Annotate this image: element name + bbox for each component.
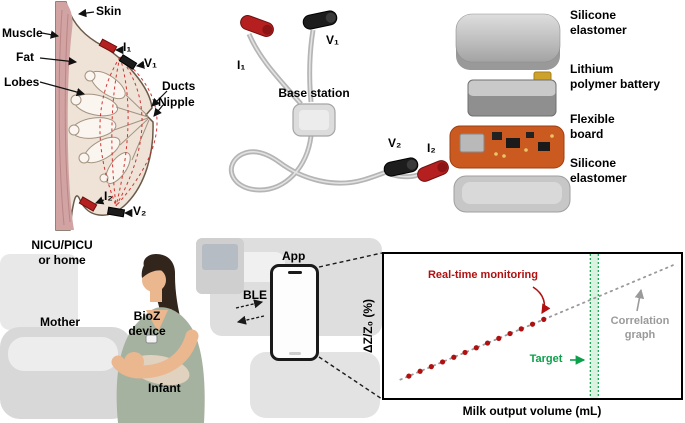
ble-arrow-to-phone <box>235 299 264 309</box>
skin-arrow <box>77 8 95 18</box>
fat-label: Fat <box>16 50 34 64</box>
target-band-group <box>589 254 599 398</box>
infant-label: Infant <box>148 381 181 395</box>
cable-v2-label: V₂ <box>388 136 402 150</box>
silicone-bottom-layer <box>453 175 571 213</box>
cable-i2-label: I₂ <box>427 141 436 155</box>
chart-panel: Real-time monitoring Target Correlation … <box>382 252 683 400</box>
nipple-label: Nipple <box>158 95 195 109</box>
device-drawing <box>449 13 571 213</box>
anatomy-panel: Skin Muscle Fat Lobes Ducts Nipple I₁ V₁… <box>0 0 205 232</box>
battery-layer <box>467 79 557 117</box>
cable-drawing <box>228 10 449 193</box>
v1-label: V₁ <box>144 56 157 70</box>
milk-output-chart <box>399 254 674 398</box>
series-group <box>399 264 674 381</box>
electrode-v2 <box>106 206 126 218</box>
app-label: App <box>282 249 306 263</box>
muscle-arrow <box>41 30 60 39</box>
correlation-arrow <box>634 288 645 312</box>
ble-arrows <box>235 299 265 325</box>
scene-panel: NICU/PICU or home Mother BioZ device Inf… <box>0 232 382 423</box>
electrode-v1 <box>118 54 138 70</box>
v2-label: V₂ <box>133 204 147 218</box>
target-annotation: Target <box>529 353 563 365</box>
smartphone <box>270 264 319 361</box>
anatomy-drawing <box>39 1 168 231</box>
skin-label: Skin <box>96 4 122 18</box>
i2-label: I₂ <box>104 189 113 203</box>
i2-arrow <box>95 196 105 205</box>
connector-v1 <box>302 10 338 30</box>
connector-v2 <box>383 157 419 177</box>
chart-y-axis-label: ΔZ/Z₀ (%) <box>361 298 375 354</box>
base-station-label: Base station <box>278 86 350 100</box>
realtime-arrow <box>532 286 551 315</box>
correlation-annotation: Correlation graph <box>610 315 670 341</box>
layer-label-battery: Lithium polymer battery <box>570 62 661 91</box>
base-station-box <box>292 103 336 137</box>
connector-i2 <box>417 160 449 182</box>
scene-drawing <box>0 238 382 423</box>
layer-label-flexible-board: Flexible board <box>570 112 615 141</box>
flexible-board-layer <box>449 125 565 169</box>
chart-x-axis-label: Milk output volume (mL) <box>462 404 602 418</box>
label-arrows <box>39 8 168 218</box>
mother-label: Mother <box>40 315 80 329</box>
fat-arrow <box>39 57 78 66</box>
v1-arrow <box>135 60 145 69</box>
ducts-label: Ducts <box>162 79 196 93</box>
mother-figure <box>111 254 205 423</box>
i1-label: I₁ <box>123 40 132 54</box>
realtime-annotation: Real-time monitoring <box>427 269 538 281</box>
bioz-device-patch <box>145 334 158 344</box>
phone-speaker <box>287 271 302 274</box>
ble-arrow-to-device <box>236 315 265 325</box>
mother-face <box>142 268 166 292</box>
ducts-lines <box>113 94 150 161</box>
cable-v1-label: V₁ <box>326 33 339 47</box>
mother-hair <box>141 257 175 278</box>
impedance-paths <box>99 56 158 207</box>
nipple-arrow <box>153 104 164 117</box>
location-label: NICU/PICU or home <box>31 238 93 267</box>
ble-label: BLE <box>243 288 267 302</box>
electrode-cable-panel: I₁ V₁ Base station V₂ I₂ <box>205 0 450 232</box>
electrode-i2 <box>78 196 98 212</box>
cable-i1-label: I₁ <box>237 58 246 72</box>
layer-label-silicone-top: Silicone elastomer <box>570 8 627 37</box>
connector-i1 <box>240 15 274 37</box>
lobes-group <box>68 70 131 184</box>
muscle-label: Muscle <box>2 26 43 40</box>
silicone-top-layer <box>455 13 561 70</box>
device-exploded-panel: Silicone elastomer Lithium polymer batte… <box>448 0 685 232</box>
bioz-device-label: BioZ device <box>128 309 166 338</box>
ducts-arrow <box>151 90 168 107</box>
mother-arm <box>111 329 199 379</box>
lobes-label: Lobes <box>4 75 40 89</box>
layer-label-silicone-bottom: Silicone elastomer <box>570 156 627 185</box>
annotation-arrows <box>532 286 645 365</box>
phone-homebar <box>288 352 301 355</box>
lobes-arrow <box>39 81 86 97</box>
